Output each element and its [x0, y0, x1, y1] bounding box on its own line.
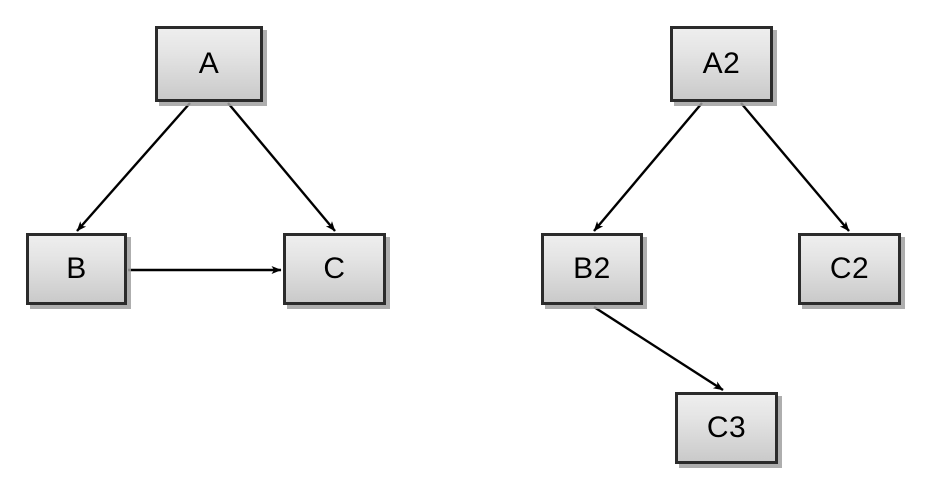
node-label-c2: C2: [829, 252, 870, 285]
edge-a-to-c: [227, 102, 336, 232]
node-a2[interactable]: A2: [670, 26, 773, 102]
node-c2[interactable]: C2: [798, 233, 901, 305]
edge-b2-to-c3: [593, 305, 724, 392]
node-c3[interactable]: C3: [675, 392, 778, 464]
edge-a2-to-b2: [593, 102, 703, 232]
node-label-c3: C3: [706, 411, 747, 444]
node-a[interactable]: A: [155, 26, 263, 102]
node-label-c: C: [323, 252, 346, 285]
node-label-b: B: [66, 252, 87, 285]
node-label-a2: A2: [702, 47, 741, 80]
node-c[interactable]: C: [283, 233, 386, 305]
node-label-a: A: [198, 47, 220, 80]
edge-a-to-b: [76, 102, 191, 232]
edge-a2-to-c2: [740, 102, 850, 232]
node-label-b2: B2: [573, 252, 611, 285]
node-b[interactable]: B: [26, 233, 127, 305]
node-b2[interactable]: B2: [541, 233, 643, 305]
